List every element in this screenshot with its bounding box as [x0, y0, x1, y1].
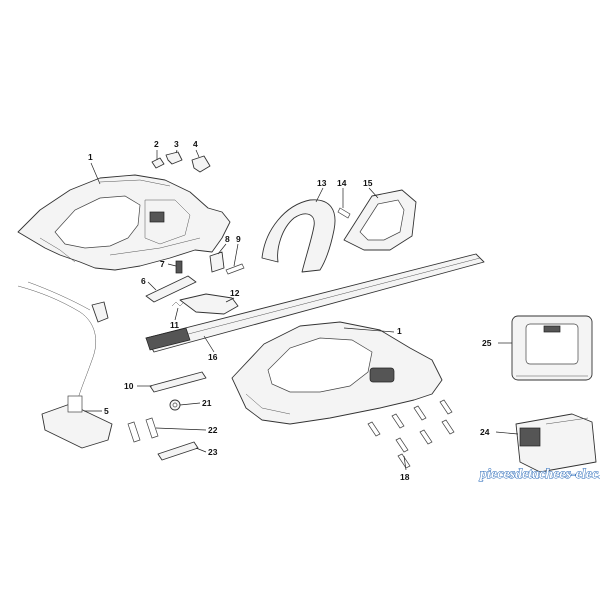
part-3-lever — [165, 151, 183, 165]
callout-18: 18 — [400, 472, 410, 482]
callout-5: 5 — [104, 406, 109, 416]
part-6-trigger-bar — [145, 275, 197, 303]
blade-assembly — [145, 253, 485, 353]
callout-10: 10 — [124, 381, 134, 391]
callout-1a: 1 — [88, 152, 93, 162]
leader-lines — [84, 149, 519, 471]
housing-half-left — [17, 174, 231, 271]
part-14-pin — [337, 207, 351, 219]
part-13-front-handle — [261, 199, 336, 273]
housing-half-right — [231, 321, 443, 425]
part-9-pin — [225, 263, 245, 275]
part-25-charger — [511, 315, 593, 381]
part-10-plate — [149, 371, 207, 393]
callout-16: 16 — [208, 352, 218, 362]
callout-3: 3 — [174, 139, 179, 149]
callout-11: 11 — [170, 320, 179, 330]
part-4-clip — [191, 155, 211, 173]
callout-labels: 1 2 3 4 5 6 7 8 9 10 11 12 13 14 15 16 1… — [88, 139, 492, 482]
callout-9: 9 — [236, 234, 241, 244]
callout-24: 24 — [480, 427, 490, 437]
callout-15: 15 — [363, 178, 373, 188]
part-23-bracket — [157, 441, 199, 461]
part-18-screws — [367, 399, 455, 469]
callout-25: 25 — [482, 338, 492, 348]
callout-14: 14 — [337, 178, 347, 188]
callout-6: 6 — [141, 276, 146, 286]
callout-1b: 1 — [397, 326, 402, 336]
part-12-trigger — [179, 293, 239, 315]
callout-7: 7 — [160, 259, 165, 269]
callout-13: 13 — [317, 178, 327, 188]
callout-2: 2 — [154, 139, 159, 149]
wiring-harness — [17, 281, 113, 449]
part-8-switch-block — [209, 251, 225, 273]
callout-21: 21 — [202, 398, 212, 408]
part-22-screws — [127, 417, 159, 443]
callout-22: 22 — [208, 425, 218, 435]
part-15-guard — [343, 189, 417, 251]
callout-12: 12 — [230, 288, 240, 298]
callout-4: 4 — [193, 139, 198, 149]
callout-8: 8 — [225, 234, 230, 244]
part-24-battery — [515, 413, 597, 473]
part-2-switch — [151, 157, 165, 169]
part-21-washer — [169, 399, 181, 411]
part-7-spring — [175, 260, 183, 274]
watermark-text: piecesdetachees-elec.com — [479, 467, 600, 482]
callout-23: 23 — [208, 447, 218, 457]
